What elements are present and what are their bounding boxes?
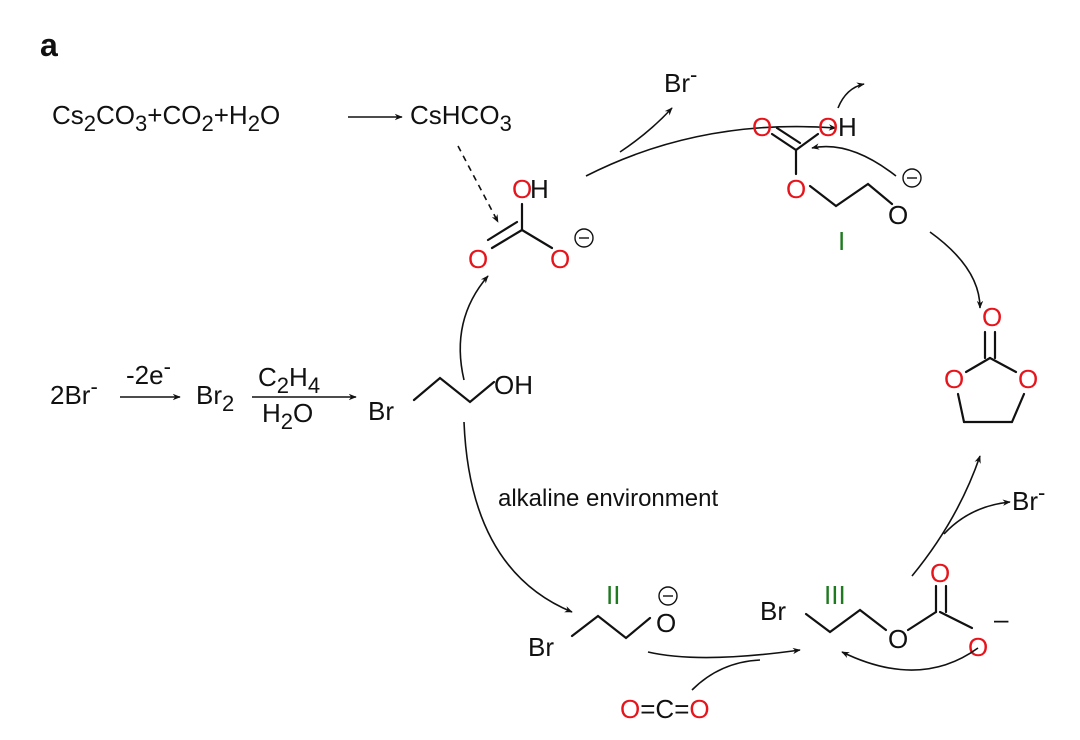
intermediate-i-o-term: O [888, 200, 908, 230]
dashed-arrow-to-bicarbonate [457, 145, 499, 223]
intermediate-iii-chain [804, 608, 888, 634]
bicarbonate-o-right: O [550, 244, 570, 274]
co2-join-arrow [691, 659, 761, 691]
intermediate-ii-label: II [606, 580, 620, 610]
proton-shift-arrow [837, 82, 865, 109]
intermediate-i-c-oh-bond [794, 132, 820, 152]
bromide-reactant: 2Br- [50, 374, 98, 410]
intermediate-iii-o-right: O [968, 632, 988, 662]
intermediate-iii-label: III [824, 580, 846, 610]
intermediate-iii-o-top: O [930, 558, 950, 588]
ec-bond-ol-ch2 [956, 392, 966, 424]
cycle-arrow-right-upper [929, 231, 984, 309]
oxidation-label: -2e- [126, 354, 171, 390]
equation-top-reactants: Cs2CO3+CO2+H2O [52, 100, 280, 136]
intermediate-i-charge-circle [902, 168, 922, 188]
intermediate-iii-br: Br [760, 596, 786, 626]
ethylene-reagent-label: C2H4 [258, 362, 320, 398]
bicarbonate-o-left: O [468, 244, 488, 274]
cycle-arrow-right-lower [911, 455, 981, 577]
condition-label: alkaline environment [498, 485, 718, 512]
ec-bond-c-or [988, 356, 1018, 374]
cycle-arrow-left-lower [463, 421, 573, 613]
intermediate-iii-o-link: O [888, 624, 908, 654]
br-release-arrow-right [943, 499, 1011, 535]
intermediate-i-double-a [770, 132, 798, 152]
attack-arrow-i [811, 143, 897, 177]
intermediate-ii-br: Br [528, 632, 554, 662]
ec-o-left: O [944, 364, 964, 394]
ec-o-top: O [982, 302, 1002, 332]
intermediate-ii-o: O [656, 608, 676, 638]
panel-label: a [40, 27, 58, 63]
bicarbonate-c-o-double-a [490, 228, 524, 250]
intermediate-ii-chain [570, 614, 652, 640]
intermediate-ii-charge-circle [658, 586, 678, 606]
intermediate-i-chain [808, 182, 894, 208]
intermediate-i-o-h: O [818, 112, 838, 142]
cycle-arrow-top [585, 124, 837, 177]
equation-top-product: CsHCO3 [410, 100, 512, 136]
bicarbonate-oh: H [530, 174, 549, 204]
intermediate-i-label: I [838, 226, 845, 256]
bicarbonate-c-o-double-b [486, 220, 519, 242]
bicarbonate-charge-circle [574, 228, 594, 248]
intermediate-i-h: H [838, 112, 857, 142]
ring-closure-arrow [841, 647, 979, 671]
br-release-arrow-top [619, 107, 673, 153]
ec-bond-ch2-or [1010, 392, 1026, 424]
water-reagent-label: H2O [262, 398, 313, 434]
co2-molecule: O=C=O [620, 694, 710, 724]
intermediate-i-o-double: O [752, 112, 772, 142]
bromine-intermediate: Br2 [196, 380, 234, 416]
bromoethanol-oh: OH [494, 370, 533, 400]
cycle-arrow-bottom [647, 647, 801, 659]
bromoethanol-br: Br [368, 396, 394, 426]
bicarbonate-c-o-bond [520, 228, 554, 250]
intermediate-i-o-link: O [786, 174, 806, 204]
intermediate-iii-charge: – [994, 604, 1009, 634]
bromoethanol-bonds [412, 376, 496, 404]
intermediate-i-double-b [775, 126, 802, 145]
cycle-arrow-left-upper [459, 275, 489, 381]
intermediate-iii-c-o-bond [938, 610, 974, 630]
ec-o-right: O [1018, 364, 1038, 394]
br-release-top: Br- [664, 62, 697, 98]
intermediate-iii-o-c-bond [906, 610, 938, 632]
br-release-right: Br- [1012, 480, 1045, 516]
bicarbonate-o-top: O [512, 174, 532, 204]
ec-bond-c-ol [964, 356, 992, 374]
